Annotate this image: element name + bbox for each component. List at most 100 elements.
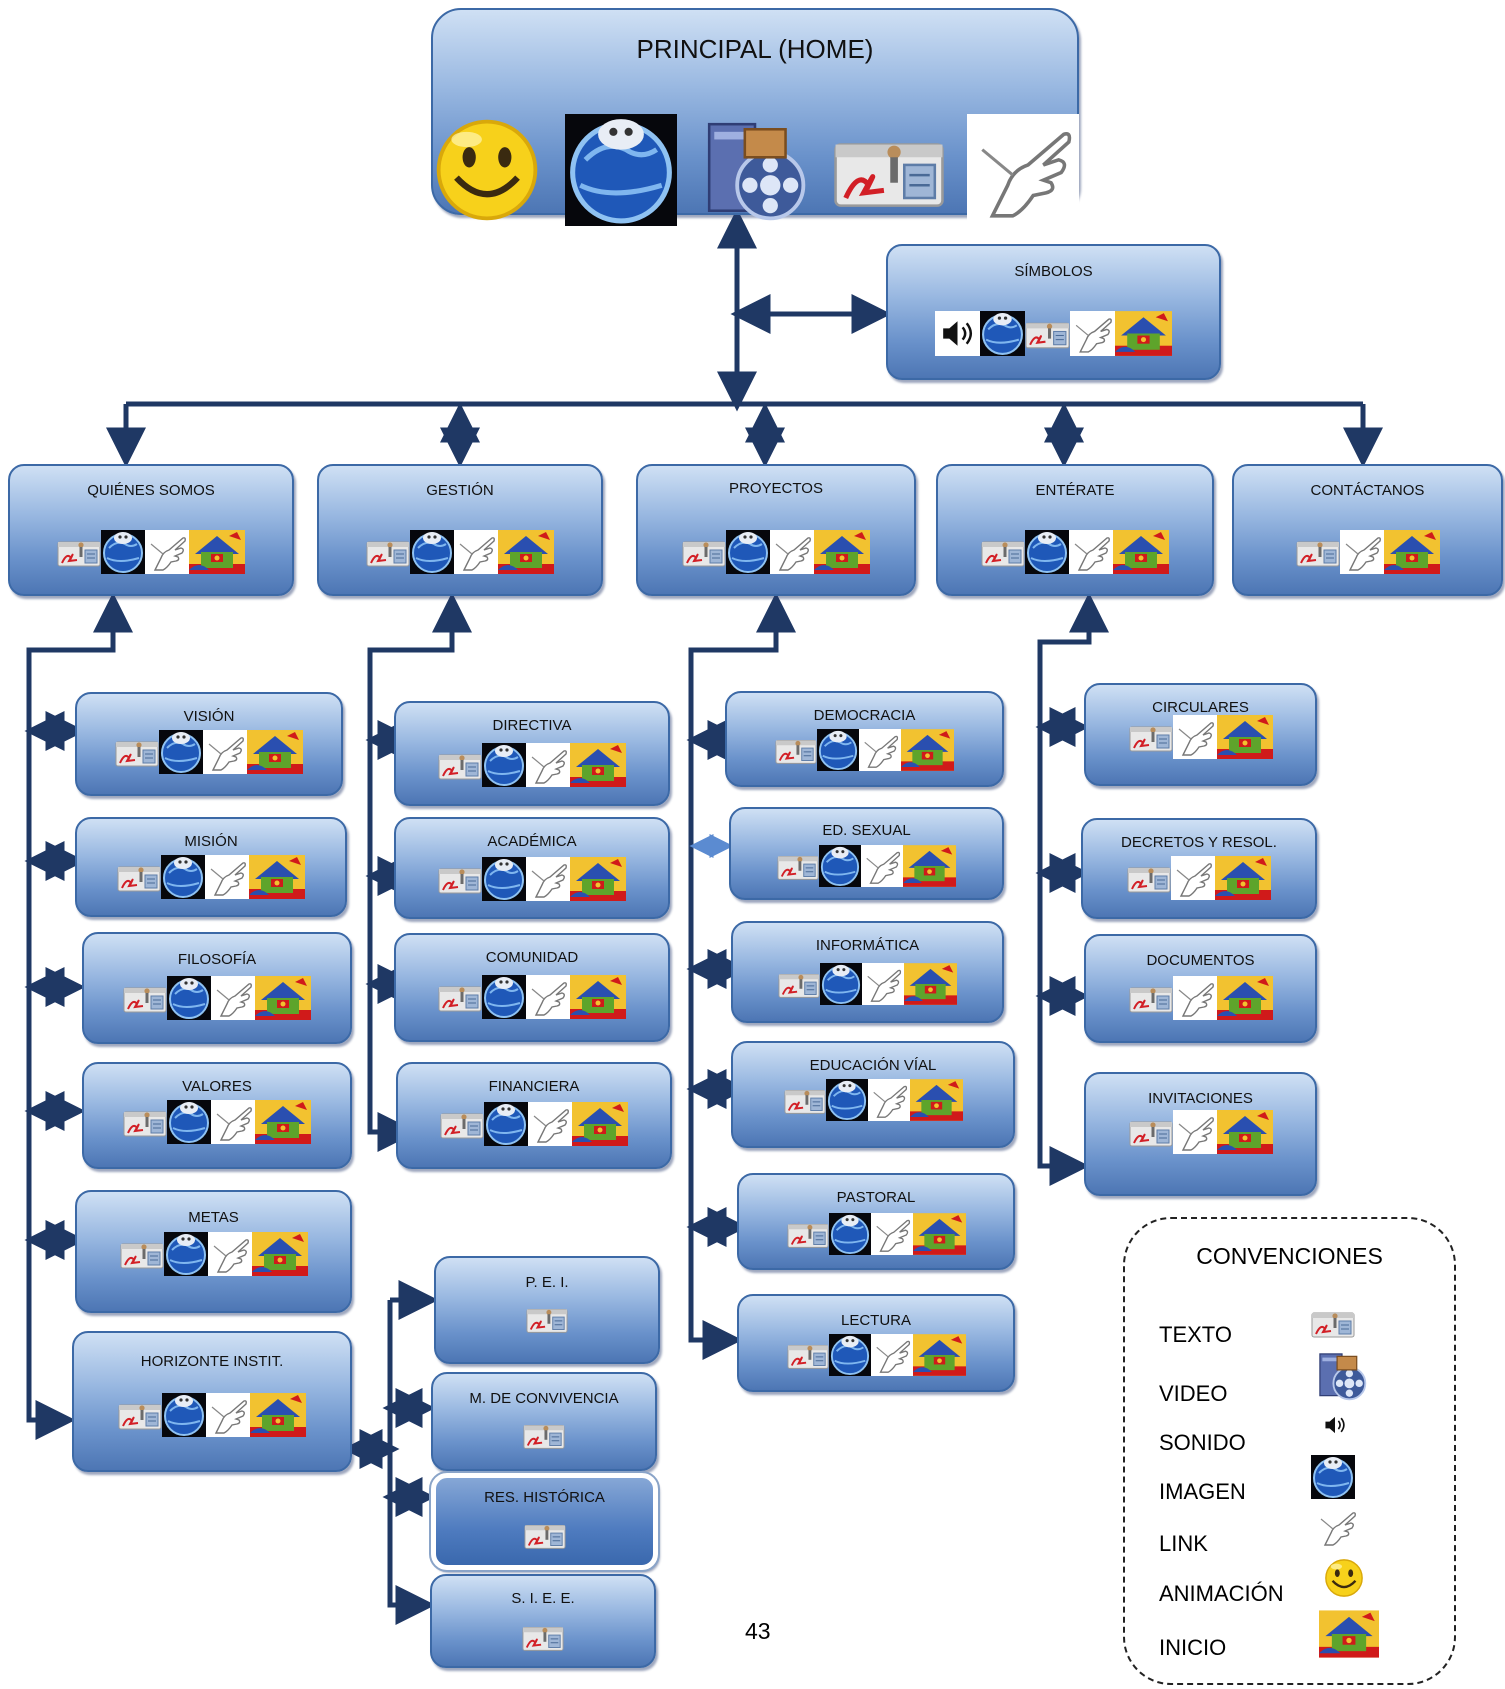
pdf-text-icon xyxy=(1296,530,1340,574)
academica-title: ACADÉMICA xyxy=(487,833,577,850)
lectura-title: LECTURA xyxy=(840,1312,911,1329)
directiva-icons xyxy=(396,743,668,787)
pdf-text-icon xyxy=(778,963,820,1005)
legend-icon-animacion xyxy=(1323,1557,1365,1599)
globe-icon xyxy=(820,963,862,1005)
pdf-text-icon xyxy=(786,1213,829,1255)
house-icon xyxy=(1115,311,1172,356)
legend-icon-imagen xyxy=(1311,1455,1355,1499)
documentos-node[interactable]: DOCUMENTOS xyxy=(1084,934,1317,1043)
link-hand-icon xyxy=(526,743,570,787)
decretos-node[interactable]: DECRETOS Y RESOL. xyxy=(1081,818,1317,919)
ed-sexual-node[interactable]: ED. SEXUAL xyxy=(729,807,1004,900)
quienes-somos-node[interactable]: QUIÉNES SOMOS xyxy=(8,464,294,596)
pei-title: P. E. I. xyxy=(525,1274,569,1291)
link-hand-icon xyxy=(870,1334,913,1376)
convivencia-node[interactable]: M. DE CONVIVENCIA xyxy=(431,1372,657,1471)
invitaciones-node[interactable]: INVITACIONES xyxy=(1084,1072,1317,1196)
contactanos-node[interactable]: CONTÁCTANOS xyxy=(1232,464,1503,596)
pdf-text-icon xyxy=(1025,311,1070,356)
democracia-icons xyxy=(727,729,1002,771)
directiva-title: DIRECTIVA xyxy=(492,717,572,734)
gestion-icons xyxy=(319,530,601,574)
valores-title: VALORES xyxy=(182,1078,252,1095)
page-number: 43 xyxy=(745,1618,771,1644)
mision-title: MISIÓN xyxy=(184,833,238,850)
globe-icon xyxy=(980,311,1025,356)
link-hand-icon xyxy=(862,963,904,1005)
link-hand-icon xyxy=(867,1079,910,1121)
simbolos-node[interactable]: SÍMBOLOS xyxy=(886,244,1221,380)
circulares-icons xyxy=(1086,715,1315,759)
historica-node[interactable]: RES. HISTÓRICA xyxy=(429,1471,660,1572)
siee-title: S. I. E. E. xyxy=(511,1590,575,1607)
enterate-node[interactable]: ENTÉRATE xyxy=(936,464,1214,596)
academica-node[interactable]: ACADÉMICA xyxy=(394,817,670,919)
speaker-icon xyxy=(935,311,980,356)
comunidad-title: COMUNIDAD xyxy=(485,949,579,966)
pei-icons xyxy=(436,1298,658,1340)
lectura-node[interactable]: LECTURA xyxy=(737,1294,1015,1392)
globe-icon xyxy=(482,975,526,1019)
horizonte-node[interactable]: HORIZONTE INSTIT. xyxy=(72,1331,352,1472)
globe-icon xyxy=(163,1232,208,1276)
pdf-text-icon xyxy=(775,729,817,771)
house-icon xyxy=(909,1079,963,1121)
link-hand-icon xyxy=(526,975,570,1019)
directiva-node[interactable]: DIRECTIVA xyxy=(394,701,670,806)
legend-box: CONVENCIONES TEXTO VIDEO SONIDO IMAGEN L… xyxy=(1123,1217,1456,1685)
gestion-node[interactable]: GESTIÓN xyxy=(317,464,603,596)
democracia-node[interactable]: DEMOCRACIA xyxy=(725,691,1004,787)
decretos-icons xyxy=(1083,856,1315,900)
enterate-spine xyxy=(1037,592,1109,1186)
informatica-node[interactable]: INFORMÁTICA xyxy=(731,921,1004,1023)
pdf-text-icon xyxy=(118,1393,162,1437)
pastoral-title: PASTORAL xyxy=(836,1189,916,1206)
educacion-vial-node[interactable]: EDUCACIÓN VÍAL xyxy=(731,1041,1015,1148)
pdf-text-icon xyxy=(777,845,819,887)
link-hand-icon xyxy=(1070,311,1115,356)
globe-icon xyxy=(101,530,145,574)
comunidad-node[interactable]: COMUNIDAD xyxy=(394,933,670,1042)
house-icon xyxy=(1216,1110,1273,1154)
contactanos-icons xyxy=(1234,530,1501,574)
filosofia-icons xyxy=(84,976,350,1020)
house-icon xyxy=(255,976,311,1020)
legend-title: CONVENCIONES xyxy=(1196,1243,1383,1269)
proyectos-node[interactable]: PROYECTOS xyxy=(636,464,916,596)
metas-node[interactable]: METAS xyxy=(75,1190,352,1313)
enterate-title: ENTÉRATE xyxy=(1035,482,1115,499)
globe-icon xyxy=(167,1100,211,1144)
legend-label-sonido: SONIDO xyxy=(1159,1430,1246,1455)
contactanos-title: CONTÁCTANOS xyxy=(1310,482,1425,499)
globe-icon xyxy=(162,1393,206,1437)
link-hand-icon xyxy=(211,1100,255,1144)
link-hand-icon xyxy=(861,845,903,887)
financiera-title: FINANCIERA xyxy=(488,1078,580,1095)
globe-icon xyxy=(161,855,205,899)
pdf-text-icon xyxy=(438,975,482,1019)
mision-node[interactable]: MISIÓN xyxy=(75,817,347,917)
link-hand-icon xyxy=(528,1102,572,1146)
horizonte-title: HORIZONTE INSTIT. xyxy=(140,1353,284,1370)
financiera-node[interactable]: FINANCIERA xyxy=(396,1062,672,1169)
invitaciones-icons xyxy=(1086,1110,1315,1154)
pastoral-node[interactable]: PASTORAL xyxy=(737,1173,1015,1270)
legend-label-texto: TEXTO xyxy=(1159,1322,1232,1347)
filosofia-node[interactable]: FILOSOFÍA xyxy=(82,932,352,1044)
financiera-icons xyxy=(398,1102,670,1146)
home-node[interactable]: PRINCIPAL (HOME) xyxy=(431,8,1079,226)
circulares-node[interactable]: CIRCULARES xyxy=(1084,683,1317,786)
pei-node[interactable]: P. E. I. xyxy=(434,1256,660,1364)
vision-node[interactable]: VISIÓN xyxy=(75,692,343,796)
house-icon xyxy=(570,975,626,1019)
house-icon xyxy=(255,1100,311,1144)
valores-node[interactable]: VALORES xyxy=(82,1062,352,1169)
link-hand-icon xyxy=(526,857,570,901)
quienes-somos-icons xyxy=(10,530,292,574)
comunidad-icons xyxy=(396,975,668,1019)
siee-node[interactable]: S. I. E. E. xyxy=(430,1574,656,1668)
globe-icon xyxy=(167,976,211,1020)
convivencia-title: M. DE CONVIVENCIA xyxy=(469,1390,619,1407)
